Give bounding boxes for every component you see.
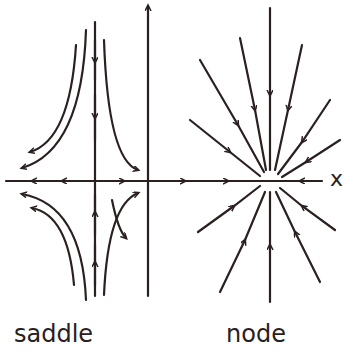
axis-label: x xyxy=(330,168,343,190)
flow-arrow xyxy=(94,195,96,235)
trajectory xyxy=(280,188,335,230)
flow-arrow xyxy=(160,180,200,182)
axis-label: node xyxy=(226,322,286,346)
flow-arrow xyxy=(94,40,96,80)
horizontal-axis xyxy=(6,180,322,182)
trajectory xyxy=(112,200,126,238)
vertical-axis xyxy=(147,6,149,296)
flow-arrow xyxy=(94,245,96,285)
trajectory xyxy=(22,30,86,168)
trajectory xyxy=(275,45,302,170)
flow-arrow xyxy=(20,180,48,182)
trajectory xyxy=(200,60,264,172)
flow-arrow xyxy=(94,95,96,140)
trajectory xyxy=(283,180,318,182)
trajectory xyxy=(240,38,266,170)
flow-arrow xyxy=(50,180,80,182)
trajectory xyxy=(198,186,260,232)
trajectory xyxy=(190,120,260,176)
trajectory xyxy=(276,192,320,282)
flow-arrow xyxy=(205,180,245,182)
trajectory xyxy=(22,194,86,300)
axis-label: saddle xyxy=(14,322,93,346)
trajectory xyxy=(220,192,265,292)
saddle-manifold xyxy=(94,22,96,296)
trajectory xyxy=(269,192,271,302)
trajectory xyxy=(104,40,138,170)
trajectory xyxy=(32,208,74,285)
trajectory xyxy=(269,8,271,170)
flow-arrow xyxy=(105,180,136,182)
trajectory xyxy=(104,193,138,295)
trajectory xyxy=(30,45,76,152)
